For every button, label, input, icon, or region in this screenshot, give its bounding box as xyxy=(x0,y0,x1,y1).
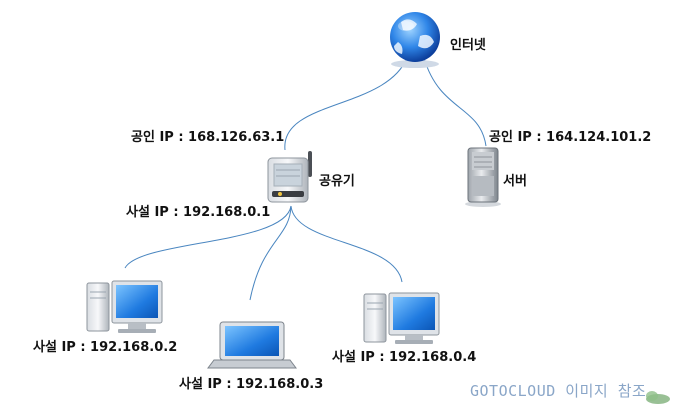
cloud-icon xyxy=(646,391,670,404)
desktop-pc-icon xyxy=(86,280,163,333)
router-label: 공유기 xyxy=(319,174,355,189)
link-internet-router xyxy=(284,57,408,151)
connection-lines xyxy=(124,57,487,301)
internet-label: 인터넷 xyxy=(450,38,486,53)
watermark: GOTOCLOUD 이미지 참조 xyxy=(470,382,647,400)
link-router-laptop xyxy=(249,205,292,301)
link-internet-server xyxy=(423,57,487,147)
server-label: 서버 xyxy=(503,174,527,189)
desktop-pc-icon xyxy=(363,292,440,344)
globe-icon xyxy=(390,12,440,68)
link-router-pc2 xyxy=(290,205,403,283)
pc2-ip: 사설 IP : 192.168.0.4 xyxy=(332,350,477,365)
laptop-icon xyxy=(207,321,297,369)
router-public-ip: 공인 IP : 168.126.63.1 xyxy=(131,130,285,145)
server-public-ip: 공인 IP : 164.124.101.2 xyxy=(489,130,652,145)
pc1-ip: 사설 IP : 192.168.0.2 xyxy=(33,340,178,355)
router-private-ip: 사설 IP : 192.168.0.1 xyxy=(126,205,271,220)
server-icon xyxy=(465,147,501,207)
router-icon xyxy=(267,151,312,203)
link-router-pc1 xyxy=(124,205,292,269)
laptop-ip: 사설 IP : 192.168.0.3 xyxy=(179,377,324,392)
